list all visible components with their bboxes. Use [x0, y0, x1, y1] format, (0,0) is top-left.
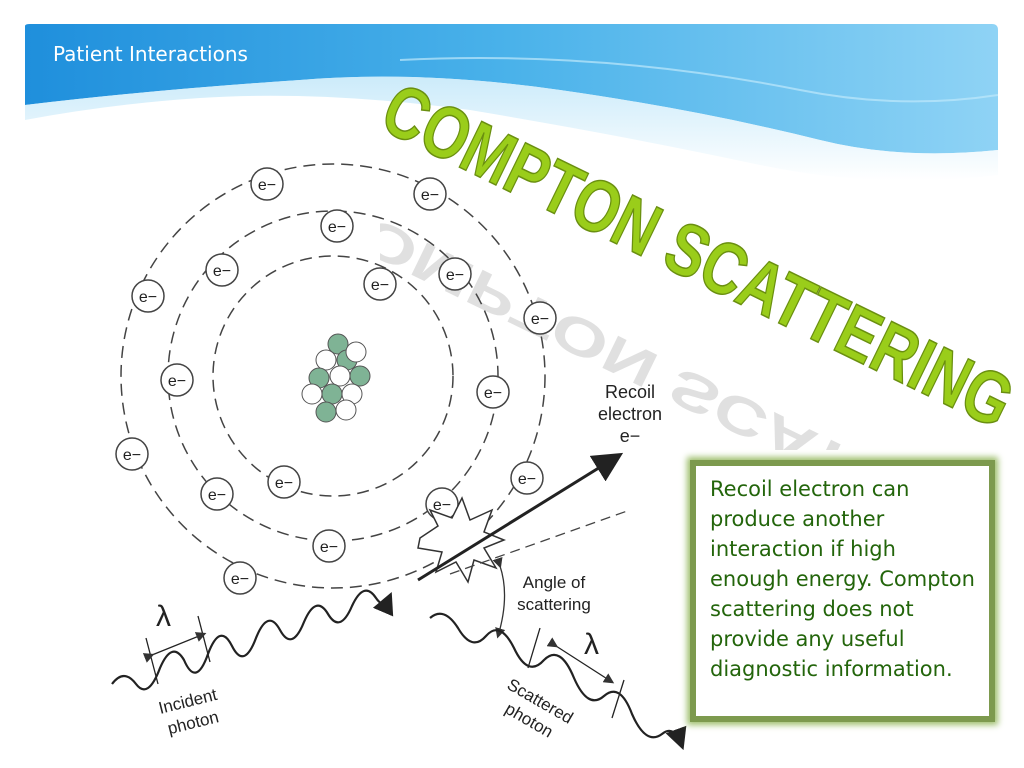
- interaction-burst: [417, 496, 507, 584]
- orbit-inner: [212, 255, 454, 497]
- electron-label: e−: [275, 475, 293, 492]
- incident-lambda-symbol: λ: [156, 600, 171, 633]
- electron-label: e−: [328, 219, 346, 236]
- electron-label: e−: [213, 263, 231, 280]
- electron-label: e−: [433, 497, 451, 514]
- electron: e−: [476, 375, 510, 409]
- electrons: e− e− e− e− e− e− e− e− e− e− e− e− e− e− e− e− e−: [115, 167, 557, 595]
- scattered-lambda-tick-left: [527, 627, 541, 669]
- electron: e−: [205, 253, 239, 287]
- note-text: Recoil electron can produce another inte…: [710, 477, 975, 681]
- angle-label-line1: Angle of: [523, 573, 586, 592]
- angle-label-line2: scattering: [517, 595, 591, 614]
- electron: e−: [267, 465, 301, 499]
- scattered-lambda-symbol: λ: [584, 628, 599, 661]
- electron: e−: [200, 477, 234, 511]
- recoil-label-line1: Recoil: [605, 382, 655, 402]
- electron: e−: [523, 301, 557, 335]
- electron-label: e−: [421, 187, 439, 204]
- compton-diagram: e− e− e− e− e− e− e− e− e− e− e− e− e− e− e− e− e− λ λ R…: [111, 163, 687, 751]
- electron: e−: [131, 279, 165, 313]
- scattered-lambda-arrow: [546, 637, 615, 684]
- electron-label: e−: [371, 277, 389, 294]
- header-banner: [25, 24, 999, 181]
- incident-lambda-arrow: [142, 632, 207, 663]
- scattered-photon-wave: [429, 612, 687, 751]
- incident-lambda-tick-right: [197, 615, 211, 663]
- recoil-electron-arrow: [417, 452, 624, 582]
- electron: e−: [312, 529, 346, 563]
- recoil-label-line3: e−: [620, 426, 641, 446]
- slide-header-title: Patient Interactions: [53, 42, 248, 66]
- scattering-angle-arc: [492, 556, 506, 639]
- electron: e−: [438, 257, 472, 291]
- electron-label: e−: [139, 289, 157, 306]
- electron-label: e−: [258, 177, 276, 194]
- orbit-outer: [120, 163, 546, 589]
- electron: e−: [363, 267, 397, 301]
- electron-label: e−: [168, 373, 186, 390]
- incident-lambda-tick-left: [145, 637, 159, 685]
- scattered-lambda-tick-right: [611, 679, 625, 719]
- electron: e−: [115, 437, 149, 471]
- electron: e−: [510, 461, 544, 495]
- electron-label: e−: [531, 311, 549, 328]
- electron-label: e−: [123, 447, 141, 464]
- electron-label: e−: [231, 571, 249, 588]
- nucleus: [301, 333, 371, 423]
- electron-label: e−: [208, 487, 226, 504]
- electron: e−: [223, 561, 257, 595]
- electron: e−: [413, 177, 447, 211]
- incident-photon-wave: [111, 589, 394, 691]
- recoil-label-line2: electron: [598, 404, 662, 424]
- electron-label: e−: [484, 385, 502, 402]
- electron: e−: [160, 363, 194, 397]
- electron-label: e−: [518, 471, 536, 488]
- electron-label: e−: [446, 267, 464, 284]
- electron-label: e−: [320, 539, 338, 556]
- note-box: Recoil electron can produce another inte…: [690, 460, 995, 722]
- electron: e−: [250, 167, 284, 201]
- electron: e−: [320, 209, 354, 243]
